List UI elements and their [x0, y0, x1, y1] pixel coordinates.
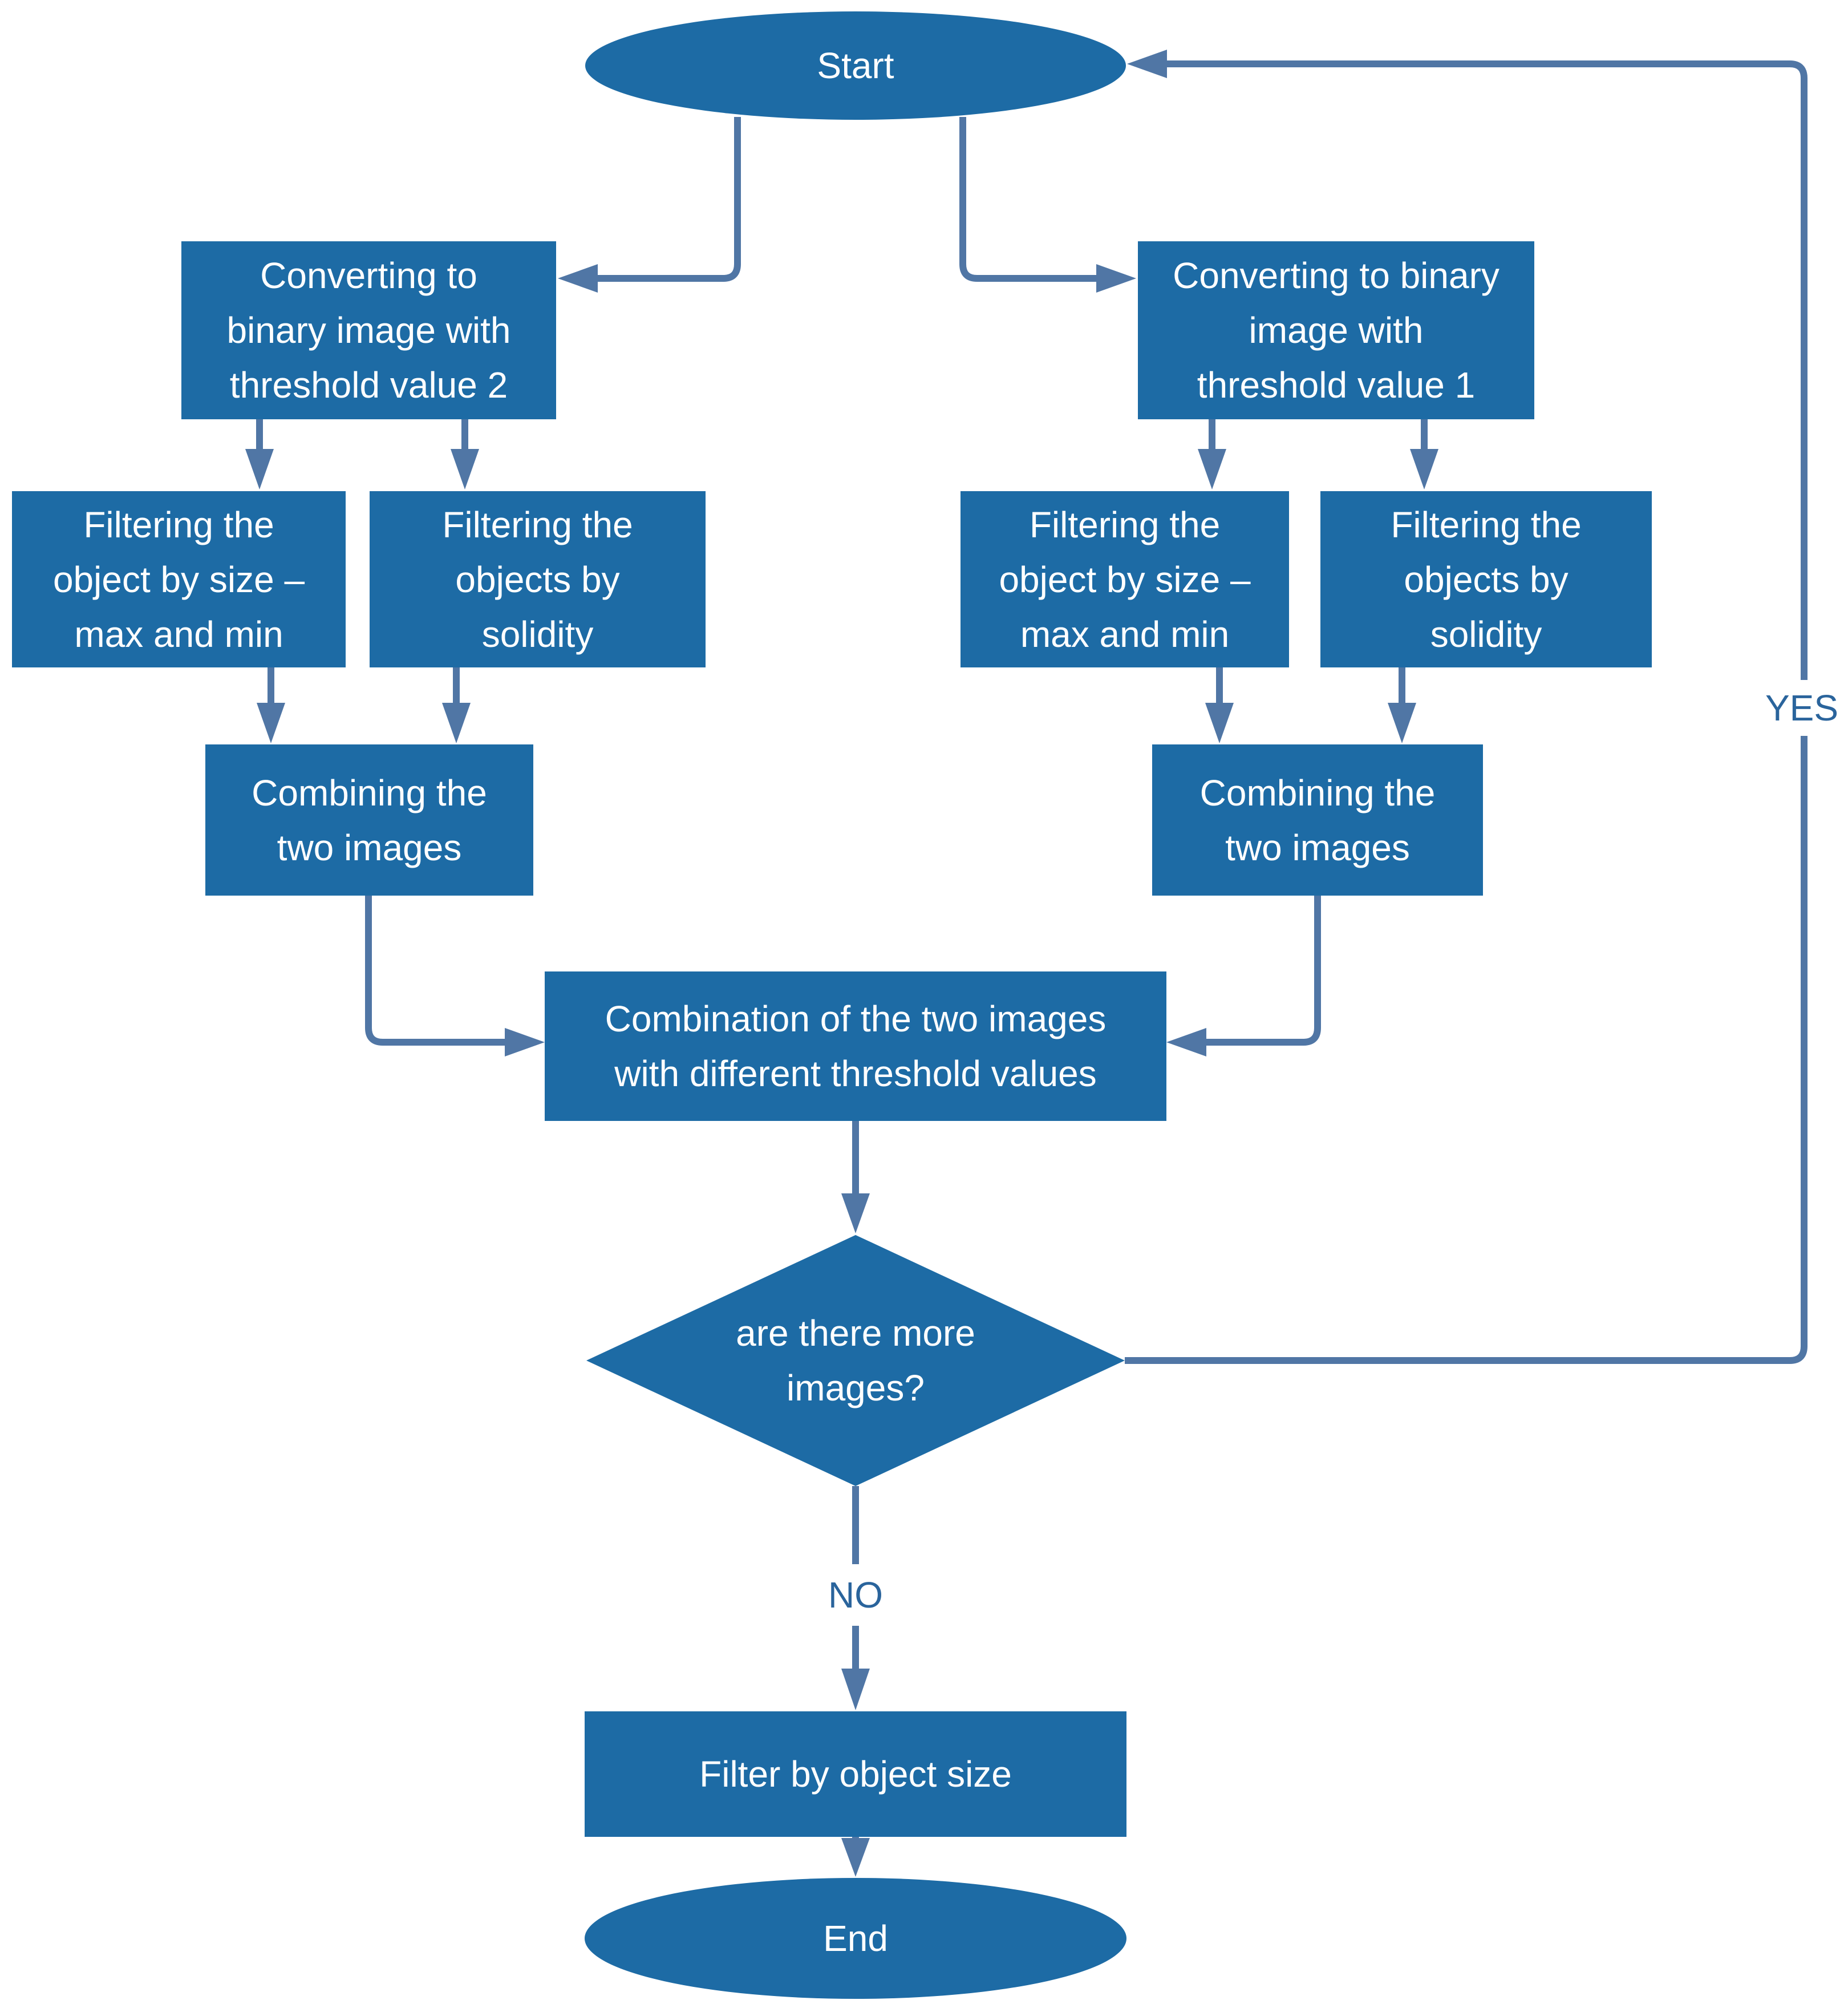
final-filter-box: Filter by object size — [585, 1711, 1126, 1837]
arrowheads — [245, 50, 1438, 1877]
start-node: Start — [585, 11, 1126, 120]
arrowhead-into-final-filter — [841, 1669, 870, 1710]
arrowhead-into-combination-left — [505, 1028, 545, 1056]
end-node: End — [585, 1878, 1126, 1999]
left-filter-size-box: Filtering the object by size – max and m… — [12, 491, 346, 667]
left-filter-solidity-box: Filtering the objects by solidity — [370, 491, 706, 667]
arrowhead-into-right-size-filter — [1198, 449, 1226, 489]
decision-label: are there more images? — [736, 1313, 975, 1408]
right-filter-solidity-box: Filtering the objects by solidity — [1320, 491, 1652, 667]
decision-diamond — [586, 1235, 1125, 1486]
right-combine-box: Combining the two images — [1152, 744, 1483, 896]
arrowhead-into-right-combine-a — [1205, 703, 1234, 743]
right-filter-size-box: Filtering the object by size – max and m… — [961, 491, 1289, 667]
arrowhead-into-right-solidity-filter — [1410, 449, 1438, 489]
arrowhead-into-decision — [841, 1193, 870, 1233]
combination-box: Combination of the two images with diffe… — [545, 971, 1166, 1121]
arrowhead-into-threshold2 — [558, 264, 598, 293]
left-combine-box: Combining the two images — [205, 744, 533, 896]
convert-threshold1-box: Converting to binary image with threshol… — [1138, 241, 1534, 419]
arrowhead-into-start — [1127, 50, 1167, 78]
connector-start-to-threshold2 — [598, 117, 741, 282]
arrowhead-into-left-size-filter — [245, 449, 274, 489]
arrowhead-into-left-combine-b — [442, 703, 471, 743]
connector-left-combine-to-combination — [365, 896, 505, 1046]
connector-start-to-threshold1 — [959, 117, 1098, 282]
connector-decision-to-yes-label — [1125, 736, 1808, 1364]
connector-right-combine-to-combination — [1206, 896, 1321, 1046]
arrowhead-into-combination-right — [1166, 1028, 1206, 1056]
arrowhead-into-left-combine-a — [257, 703, 285, 743]
arrowhead-into-threshold1 — [1096, 264, 1136, 293]
connector-yes-label-to-start — [1165, 60, 1808, 680]
no-edge-label: NO — [804, 1568, 907, 1622]
arrowhead-into-left-solidity-filter — [451, 449, 479, 489]
arrowhead-into-end — [841, 1838, 870, 1877]
arrowhead-into-right-combine-b — [1388, 703, 1416, 743]
yes-edge-label: YES — [1756, 682, 1848, 734]
connector-lines — [256, 60, 1808, 1838]
convert-threshold2-box: Converting to binary image with threshol… — [181, 241, 556, 419]
